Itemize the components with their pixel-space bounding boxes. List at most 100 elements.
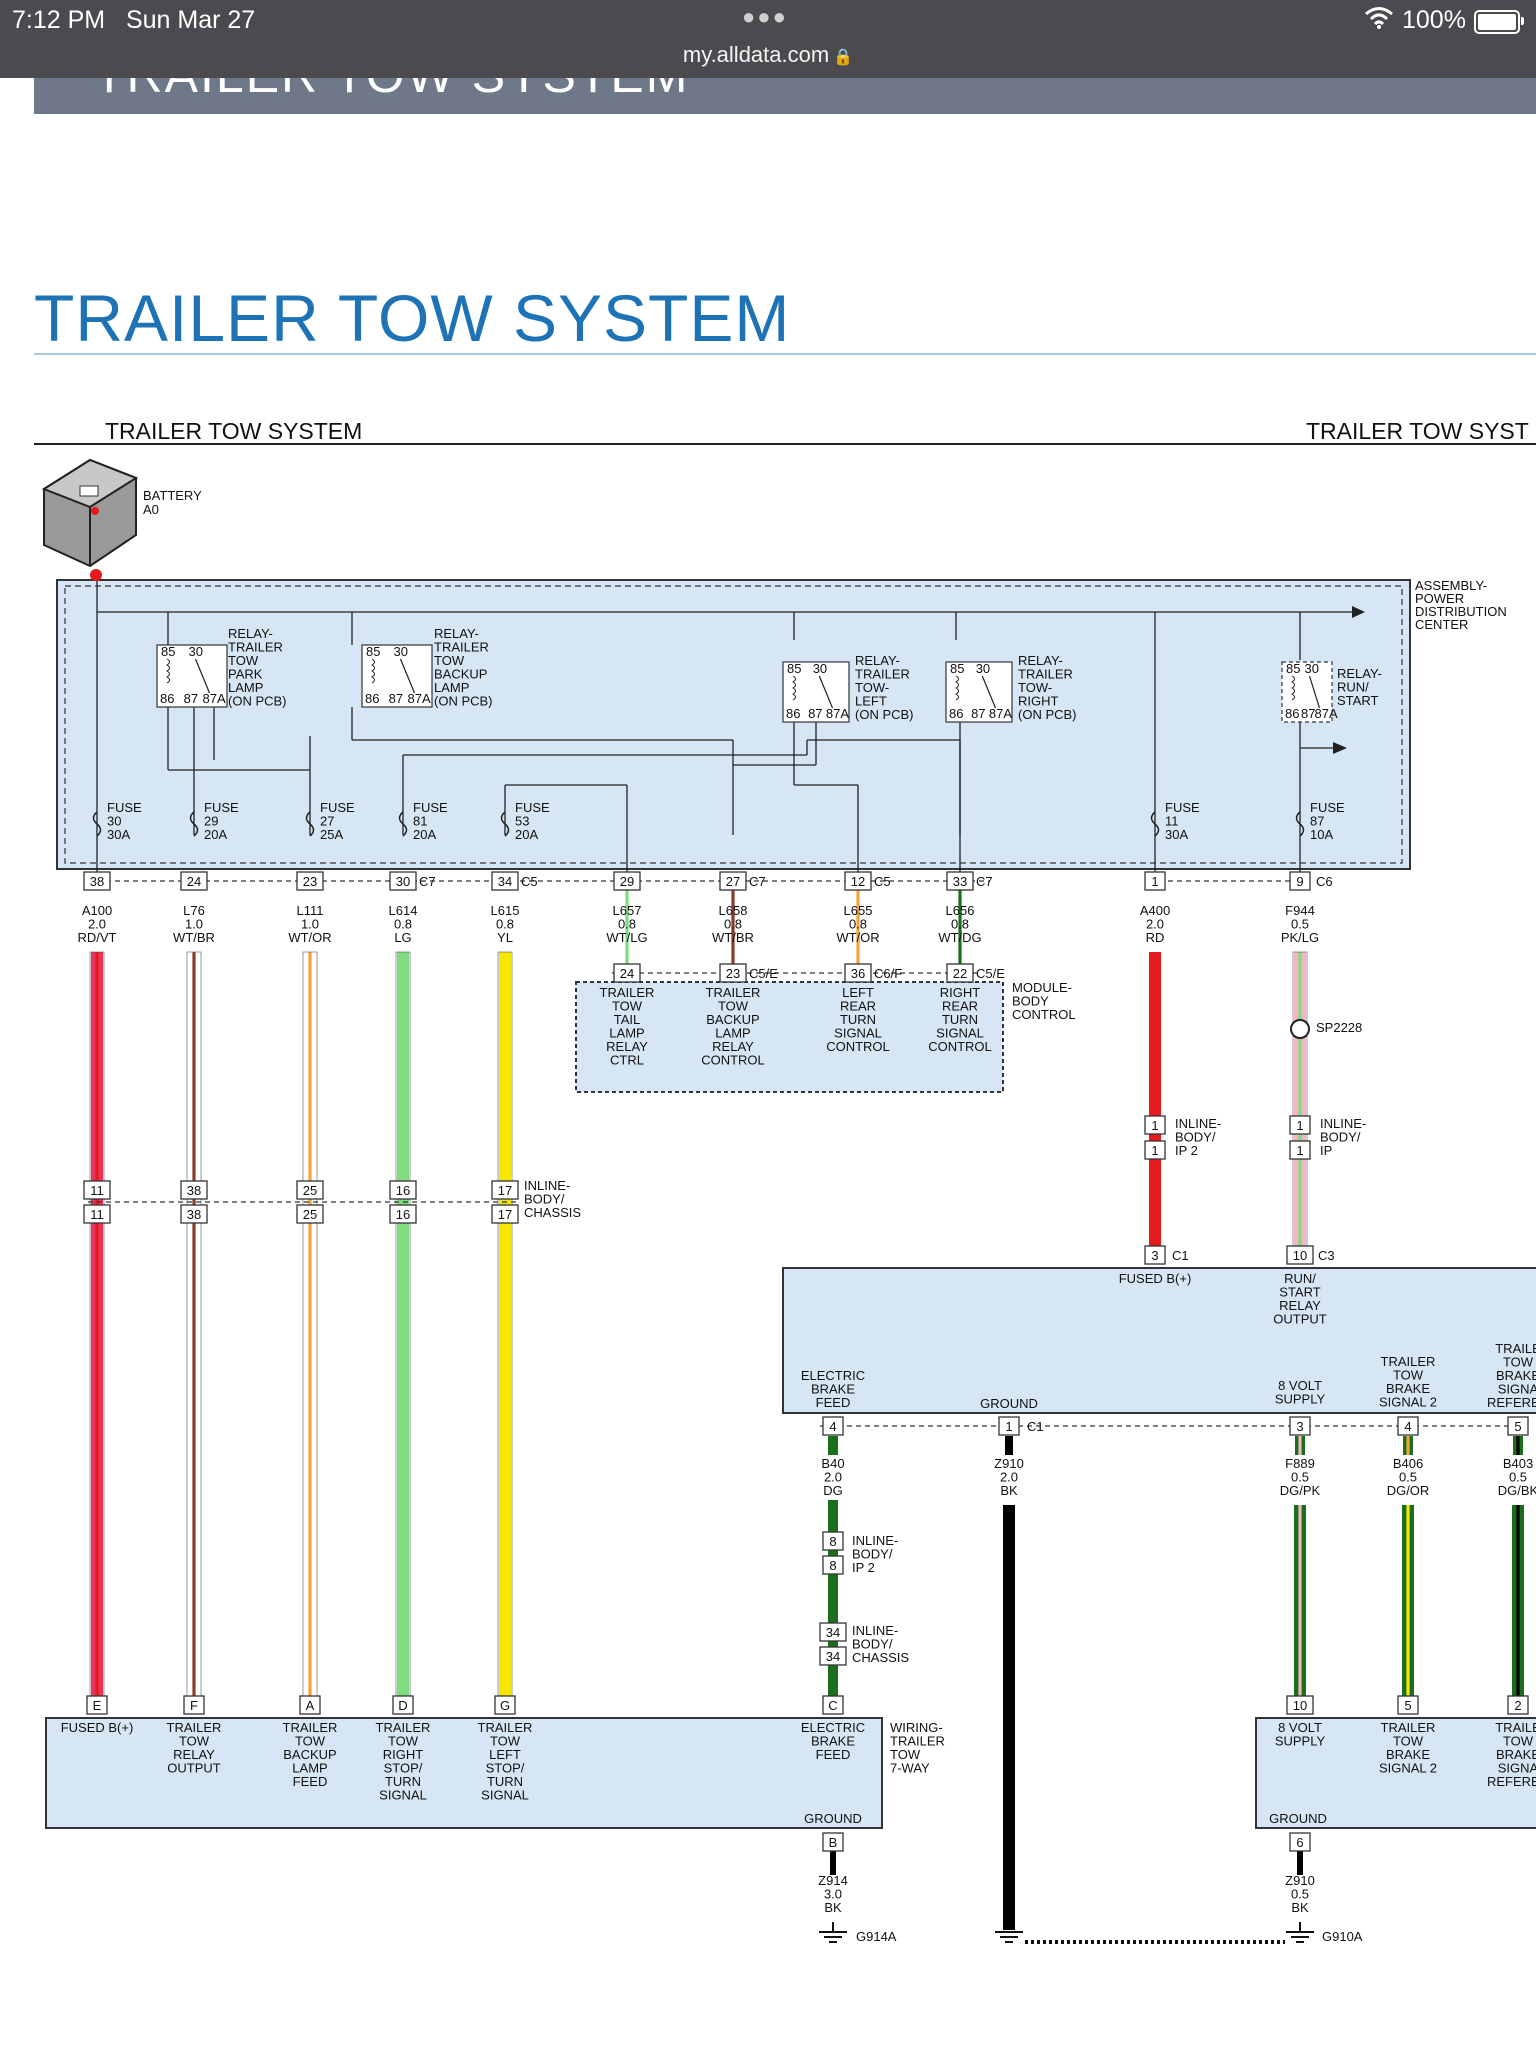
inline-label: INLINE- [1175,1116,1221,1131]
pin-number: 6 [1296,1835,1303,1850]
pdc-connector-pin [296,871,324,891]
connector-id: C7 [419,874,436,889]
brake-module-pin [1397,1416,1419,1436]
pin-number: 38 [187,1183,201,1198]
pin-number: 17 [498,1207,512,1222]
battery-icon [1474,10,1520,34]
splice-label: SP2228 [1316,1020,1362,1035]
pin-number: 8 [829,1558,836,1573]
splice-point [1290,1019,1310,1039]
wire-label: 1.0 [301,917,319,932]
bcm-label: CONTROL [1012,1007,1076,1022]
ios-status-bar: 7:12 PM Sun Mar 27 ●●● my.alldata.com🔒 1… [0,0,1536,78]
svg-text:87A: 87A [989,706,1012,721]
svg-text:86: 86 [365,691,379,706]
fuse-label: 20A [413,827,436,842]
wire-label: L76 [183,903,205,918]
connector-id: C1 [1027,1419,1044,1434]
svg-text:87: 87 [971,706,985,721]
pdc-connector-pin [844,871,872,891]
pin-number: 11 [90,1207,104,1222]
relay-label: TOW [228,653,259,668]
wire-label: 0.8 [849,917,867,932]
relay-label: TRAILER [228,640,283,655]
wire [1513,1436,1523,1455]
wire-label: 0.8 [394,917,412,932]
wire-label: 2.0 [88,917,106,932]
ground-pin [822,1832,844,1852]
fuse-symbol [500,811,510,837]
trailer-7way-pin [299,1695,321,1715]
wire [91,952,103,1700]
pin-number: 3 [1296,1419,1303,1434]
relay-label: PARK [228,667,263,682]
wire-label: 0.5 [1291,1470,1309,1485]
wire-label: DG/PK [1280,1483,1321,1498]
pin-number: 11 [90,1183,104,1198]
diagram-header-left: TRAILER TOW SYSTEM [105,418,363,444]
wire-label: 0.5 [1509,1470,1527,1485]
wire-label: WT/OR [288,930,331,945]
trailer-7way-panel [45,1717,883,1829]
wire-label: WT/LG [606,930,647,945]
pin-number: 3 [1151,1248,1158,1263]
bcm-function-label: SIGNAL [936,1026,984,1041]
wire-label: 3.0 [824,1887,842,1902]
inline-label: CHASSIS [524,1205,581,1220]
pin-number: 29 [620,874,634,889]
right-connector-label: TRAILE [1495,1720,1536,1735]
wire [830,1851,836,1875]
svg-text:85: 85 [1286,661,1300,676]
pin-number: 27 [726,874,740,889]
trailer-7way-pin [392,1695,414,1715]
inline-label: INLINE- [852,1533,898,1548]
brake-module-pin [1144,1245,1166,1265]
inline-ip2-pin [822,1531,844,1551]
more-dots-icon[interactable]: ●●● [742,4,788,29]
diagram-header-right: TRAILER TOW SYST [1306,418,1529,444]
pin-number: 36 [851,966,865,981]
right-connector-pin [1507,1695,1529,1715]
pin-number: 33 [953,874,967,889]
relay-label: BACKUP [434,667,487,682]
bcm-function-label: CONTROL [826,1039,890,1054]
right-connector-label: SIGNAL 2 [1379,1761,1437,1776]
pin-number: 17 [498,1183,512,1198]
wire [1402,1505,1414,1700]
trailer-function-label: TOW [490,1734,521,1749]
pdc-connector-pin [1144,871,1166,891]
relay-label: RELAY- [1337,666,1382,681]
pin-number: G [500,1698,510,1713]
trailer-function-label: FUSED B(+) [61,1720,134,1735]
wire-label: A400 [1140,903,1170,918]
pdc-label-line: CENTER [1415,617,1468,632]
inline-ip2-pin [1144,1140,1166,1160]
brake-module-label: 8 VOLT [1278,1378,1322,1393]
trailer-connector-label: 7-WAY [890,1761,930,1776]
wire [1005,1436,1013,1455]
bcm-function-label: RELAY [712,1039,754,1054]
svg-text:30: 30 [1305,661,1319,676]
url-bar[interactable]: my.alldata.com🔒 [0,42,1536,68]
arrow-icon [1333,742,1347,754]
pdc-connector-pin [946,871,974,891]
trailer-connector-label: WIRING- [890,1720,943,1735]
right-connector-pin [1286,1695,1314,1715]
pin-number: 16 [396,1183,410,1198]
relay-label: RELAY- [1018,653,1063,668]
brake-module-label: GROUND [980,1396,1038,1411]
inline-chassis-pin [819,1622,847,1642]
connector-id: C7 [976,874,993,889]
trailer-function-label: FEED [293,1774,328,1789]
connector-id: C6 [1316,874,1333,889]
ground-pin [1289,1832,1311,1852]
wire-label: Z910 [1285,1873,1315,1888]
bcm-function-label: REAR [840,999,876,1014]
fuse-label: 81 [413,814,427,829]
title-divider [34,353,1536,355]
brake-module-label: TOW [1503,1355,1534,1370]
bcm-function-label: LEFT [842,985,874,1000]
bcm-function-label: REAR [942,999,978,1014]
inline-label: BODY/ [1320,1130,1361,1145]
